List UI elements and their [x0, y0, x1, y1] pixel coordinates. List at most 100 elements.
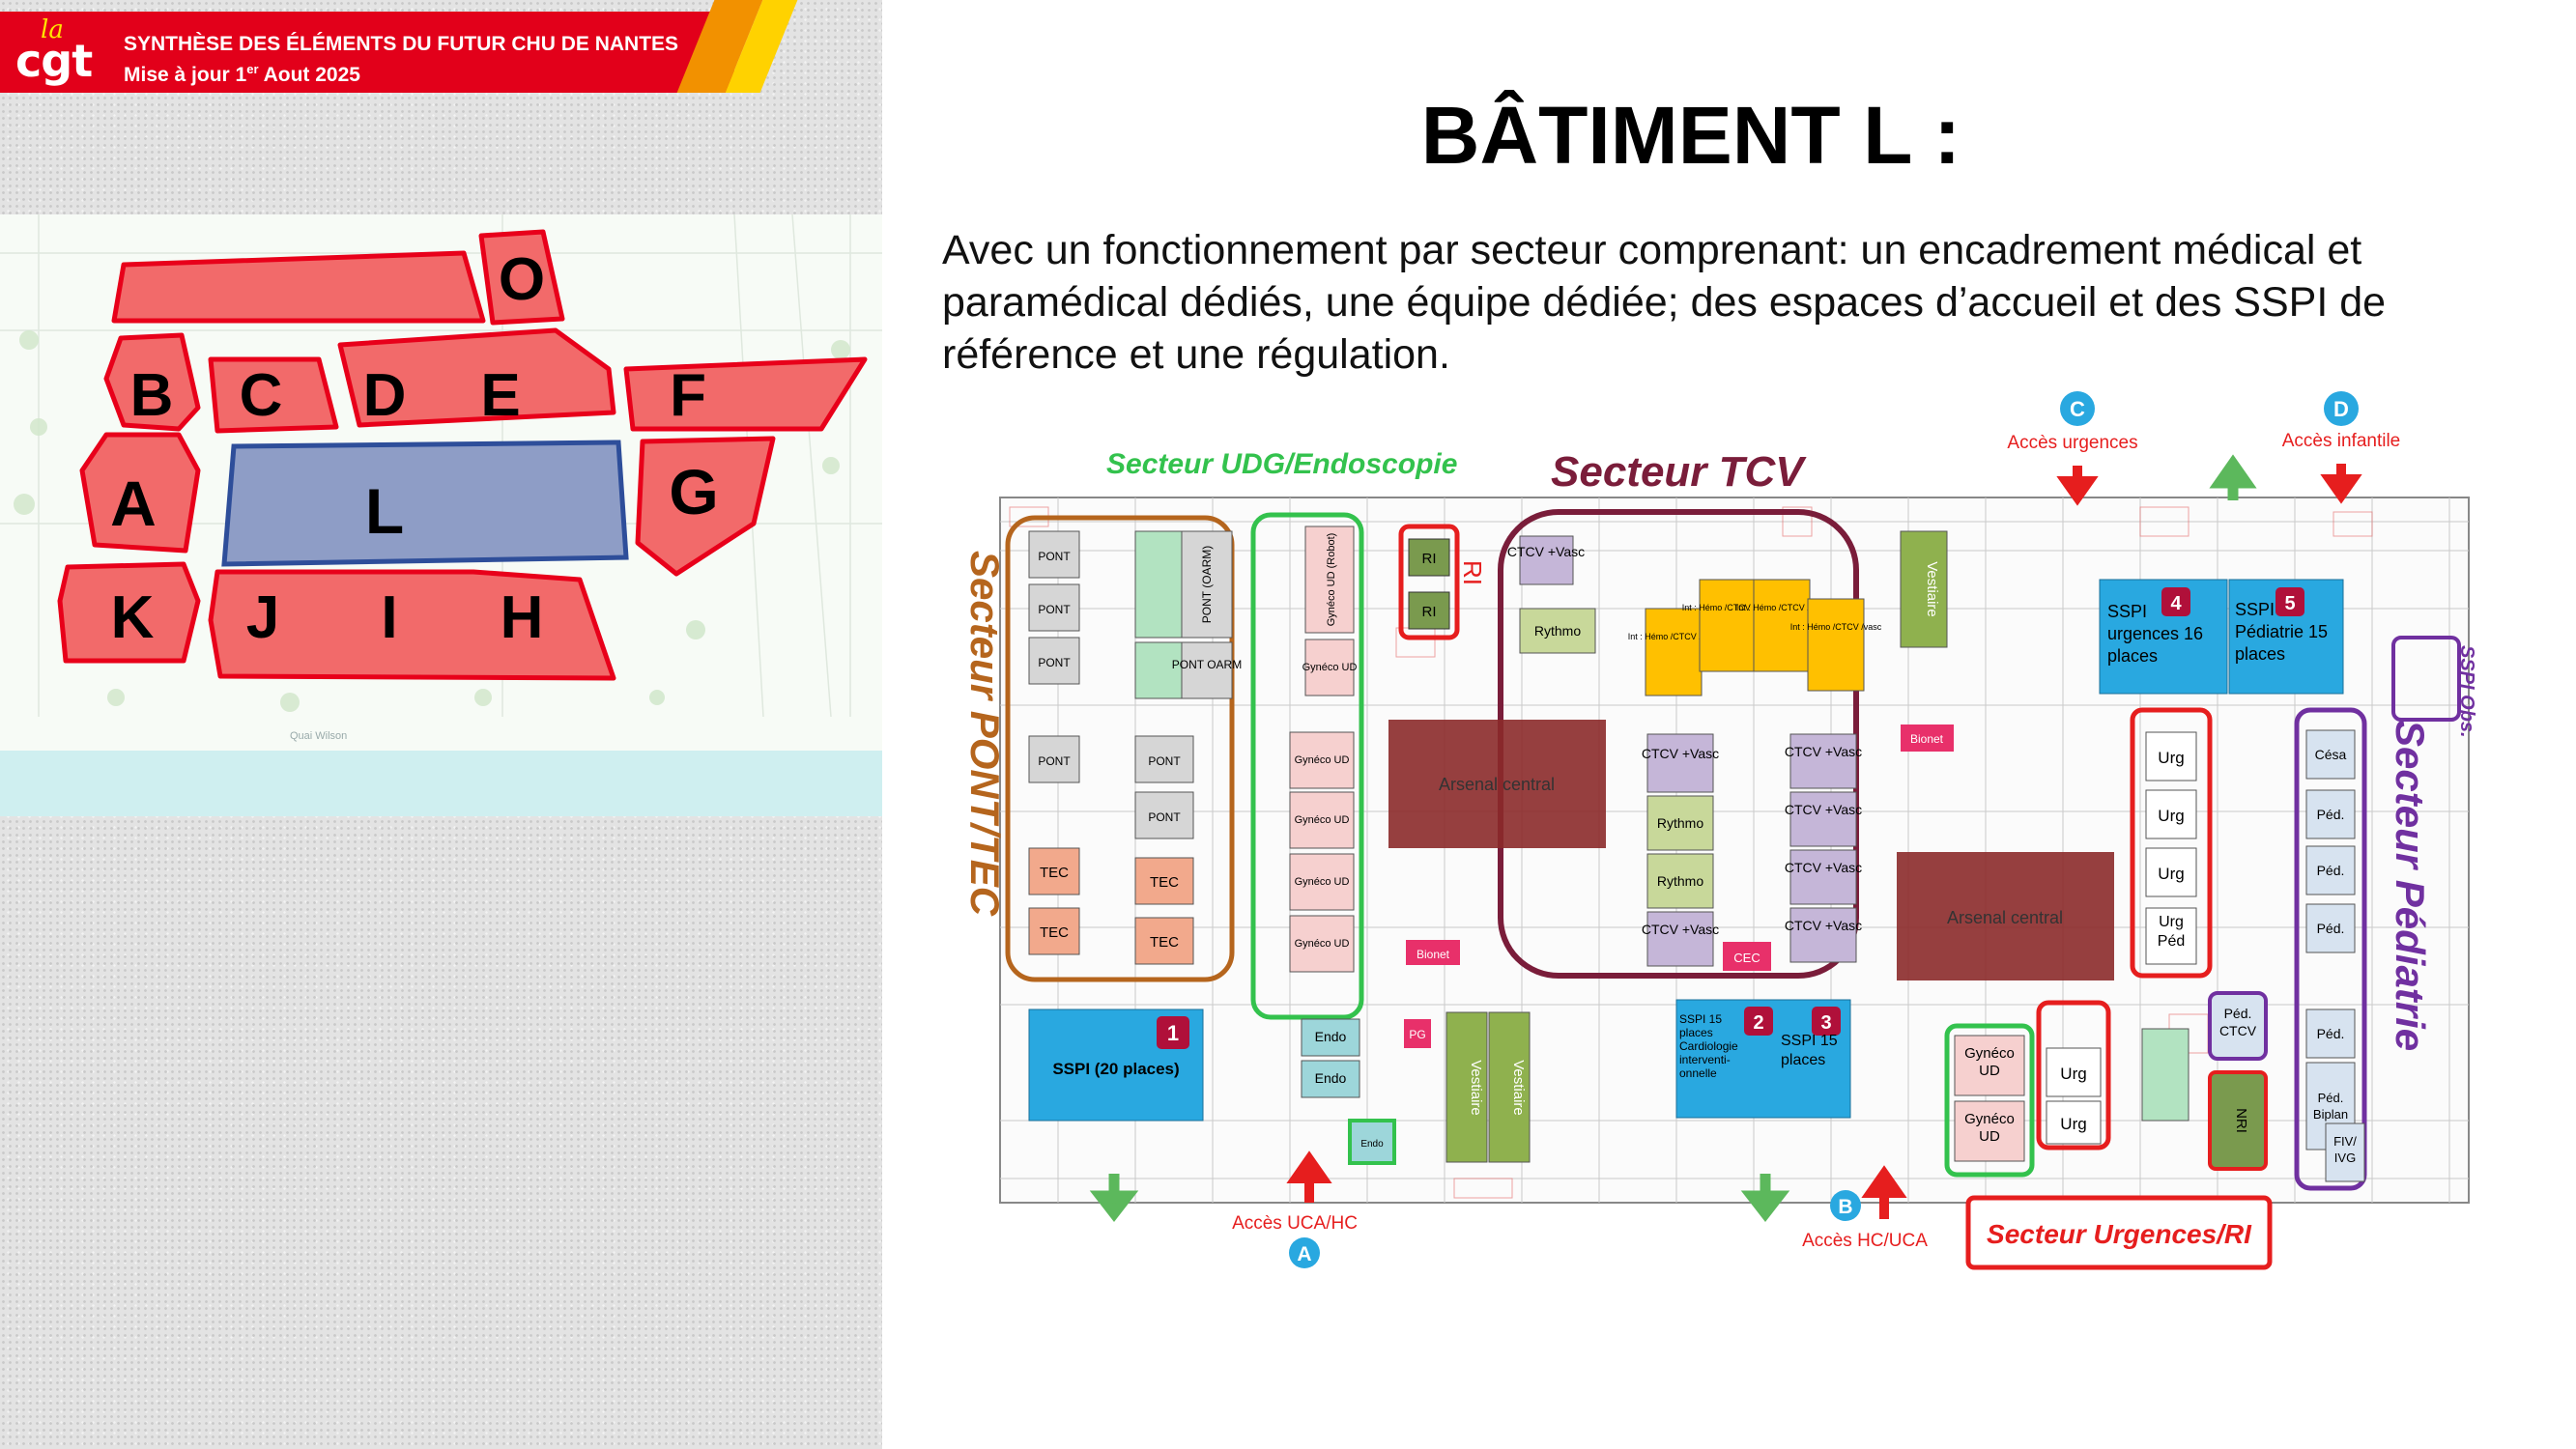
label-E: E — [480, 362, 520, 429]
description: Avec un fonctionnement par secteur compr… — [942, 227, 2387, 378]
access-C-badge: C — [2070, 397, 2085, 421]
room-ctcv-r2 — [1789, 791, 1857, 847]
room-ri-2 — [1408, 591, 1450, 630]
vestiaire-2-label: Vestiaire — [1510, 1060, 1527, 1116]
room-fiv — [2325, 1122, 2365, 1182]
room-urg-5-label: Urg — [2060, 1115, 2086, 1133]
room-bionet-2-label: Bionet — [1910, 732, 1944, 746]
sspi-3-label-box: SSPI 15 places — [1781, 1033, 1838, 1068]
room-gyneco-7-label: Gynéco UD — [1964, 1111, 2015, 1145]
access-C-badge-circle — [2060, 391, 2095, 426]
logo-cgt: cgt — [15, 35, 93, 87]
room-ctcv-r4-label: CTCV +Vasc — [1785, 918, 1862, 933]
sector-gyneco-box — [1944, 1023, 2035, 1178]
room-pont-1 — [1028, 530, 1080, 579]
access-D-arrow — [2320, 464, 2362, 504]
sector-pediatrie-boundary — [2294, 707, 2367, 1191]
river — [0, 751, 882, 816]
label-F: F — [670, 362, 706, 429]
room-ped-4 — [2305, 1009, 2356, 1059]
arsenal-central-2 — [1897, 852, 2114, 980]
room-bionet-1-label: Bionet — [1417, 948, 1450, 961]
room-tec-2 — [1028, 907, 1080, 955]
room-rythmo-l1-label: Rythmo — [1657, 815, 1703, 831]
room-cesa-label: Césa — [2315, 747, 2347, 762]
room-ctcv-r2-label: CTCV +Vasc — [1785, 802, 1862, 817]
room-ped-ctcv-label: Péd. CTCV — [2218, 1006, 2257, 1038]
room-ped-2 — [2305, 845, 2356, 895]
label-H: H — [501, 584, 544, 651]
room-int-2 — [1699, 579, 1757, 672]
room-ctcv-r1-label: CTCV +Vasc — [1785, 744, 1862, 759]
room-urg-3-label: Urg — [2158, 865, 2184, 883]
room-nri — [2208, 1070, 2268, 1171]
label-B: B — [130, 362, 174, 429]
access-A-badge: A — [1297, 1243, 1311, 1265]
sector-pont-label: Secteur PONT/TEC — [962, 551, 1008, 917]
sspi-2-label: SSPI 15 places Cardiologie interventi-on… — [1679, 1012, 1738, 1080]
room-gyneco-3 — [1289, 791, 1355, 849]
room-ctcv-l2 — [1646, 911, 1714, 967]
room-pont-4-label: PONT — [1038, 754, 1071, 768]
room-tec-4-label: TEC — [1150, 934, 1179, 951]
slide-title: BÂTIMENT L : — [1420, 90, 1961, 181]
sector-urg-lower — [2036, 1000, 2111, 1151]
room-ped-biplan-label-box: Péd. Biplan — [2312, 1091, 2349, 1122]
access-D-badge-circle — [2324, 391, 2359, 426]
room-urg-ped-label: Urg Péd — [2157, 914, 2186, 950]
label-D: D — [363, 362, 407, 429]
access-A-arrow — [1286, 1151, 1332, 1203]
room-pont-oarm-2-label: PONT OARM — [1172, 658, 1242, 671]
sector-udg-boundary — [1250, 512, 1364, 1020]
room-tec-3 — [1134, 857, 1194, 905]
vestiaire-1 — [1445, 1011, 1488, 1163]
building-J-I-H — [208, 569, 616, 681]
vestiaire-3 — [1900, 530, 1948, 648]
label-A: A — [110, 468, 157, 539]
access-B-badge-circle — [1830, 1190, 1861, 1221]
room-urg-1 — [2145, 731, 2197, 781]
room-endo-1-label: Endo — [1315, 1029, 1347, 1044]
room-tec-2-label: TEC — [1040, 924, 1069, 941]
building-K — [57, 561, 201, 664]
building-F — [623, 356, 868, 432]
sspi-3-label: SSPI 15 places — [1781, 1033, 1838, 1068]
building-O — [478, 229, 565, 326]
room-ri-1 — [1408, 538, 1450, 577]
vestiaire-2 — [1488, 1011, 1531, 1163]
room-urg-ped — [2145, 907, 2197, 965]
room-urg-ped-label-box: Urg Péd — [2157, 914, 2186, 950]
room-bionet-2 — [1901, 724, 1954, 752]
site-map: Quai Wilson B O C D E F A L G K J I H — [0, 214, 882, 816]
logo-la: la — [41, 15, 64, 44]
sector-tcv-label: Secteur TCV — [1551, 448, 1807, 496]
room-gyneco-robot-label: Gynéco UD (Robot) — [1326, 533, 1337, 627]
room-gyneco-1 — [1304, 639, 1355, 696]
room-ctcv-l2-label: CTCV +Vasc — [1642, 922, 1719, 937]
room-ri-2-label: RI — [1422, 604, 1437, 620]
room-int-4 — [1807, 598, 1865, 692]
room-ped-1-label: Péd. — [2317, 807, 2345, 822]
sspi-4-badge-box — [2161, 587, 2190, 616]
room-tec-1 — [1028, 847, 1080, 895]
room-rythmo-l1 — [1646, 795, 1714, 851]
room-ctcv-r3-label: CTCV +Vasc — [1785, 860, 1862, 875]
building-C — [208, 356, 339, 434]
room-urg-4-label: Urg — [2060, 1065, 2086, 1083]
access-A: Accès UCA/HC A — [1232, 1151, 1358, 1268]
room-ctcv-top-label: CTCV +Vasc — [1507, 544, 1585, 559]
room-endo-2 — [1301, 1060, 1360, 1098]
room-tec-3-label: TEC — [1150, 874, 1179, 891]
sector-udg-label: Secteur UDG/Endoscopie — [1106, 448, 1457, 480]
room-int-1 — [1645, 608, 1703, 696]
sspi-4-label-box: SSPI urgences 16 places — [2107, 602, 2203, 666]
room-tec-4 — [1134, 917, 1194, 965]
room-ped-biplan-label: Péd. Biplan — [2312, 1091, 2349, 1122]
header-title: SYNTHÈSE DES ÉLÉMENTS DU FUTUR CHU DE NA… — [124, 33, 679, 55]
room-rythmo-top-label: Rythmo — [1534, 623, 1581, 639]
access-C: C Accès urgences — [2007, 391, 2138, 506]
room-pg-label: PG — [1409, 1028, 1425, 1041]
room-fiv-label-box: FIV/ IVG — [2333, 1134, 2357, 1165]
room-cec — [1723, 942, 1771, 971]
